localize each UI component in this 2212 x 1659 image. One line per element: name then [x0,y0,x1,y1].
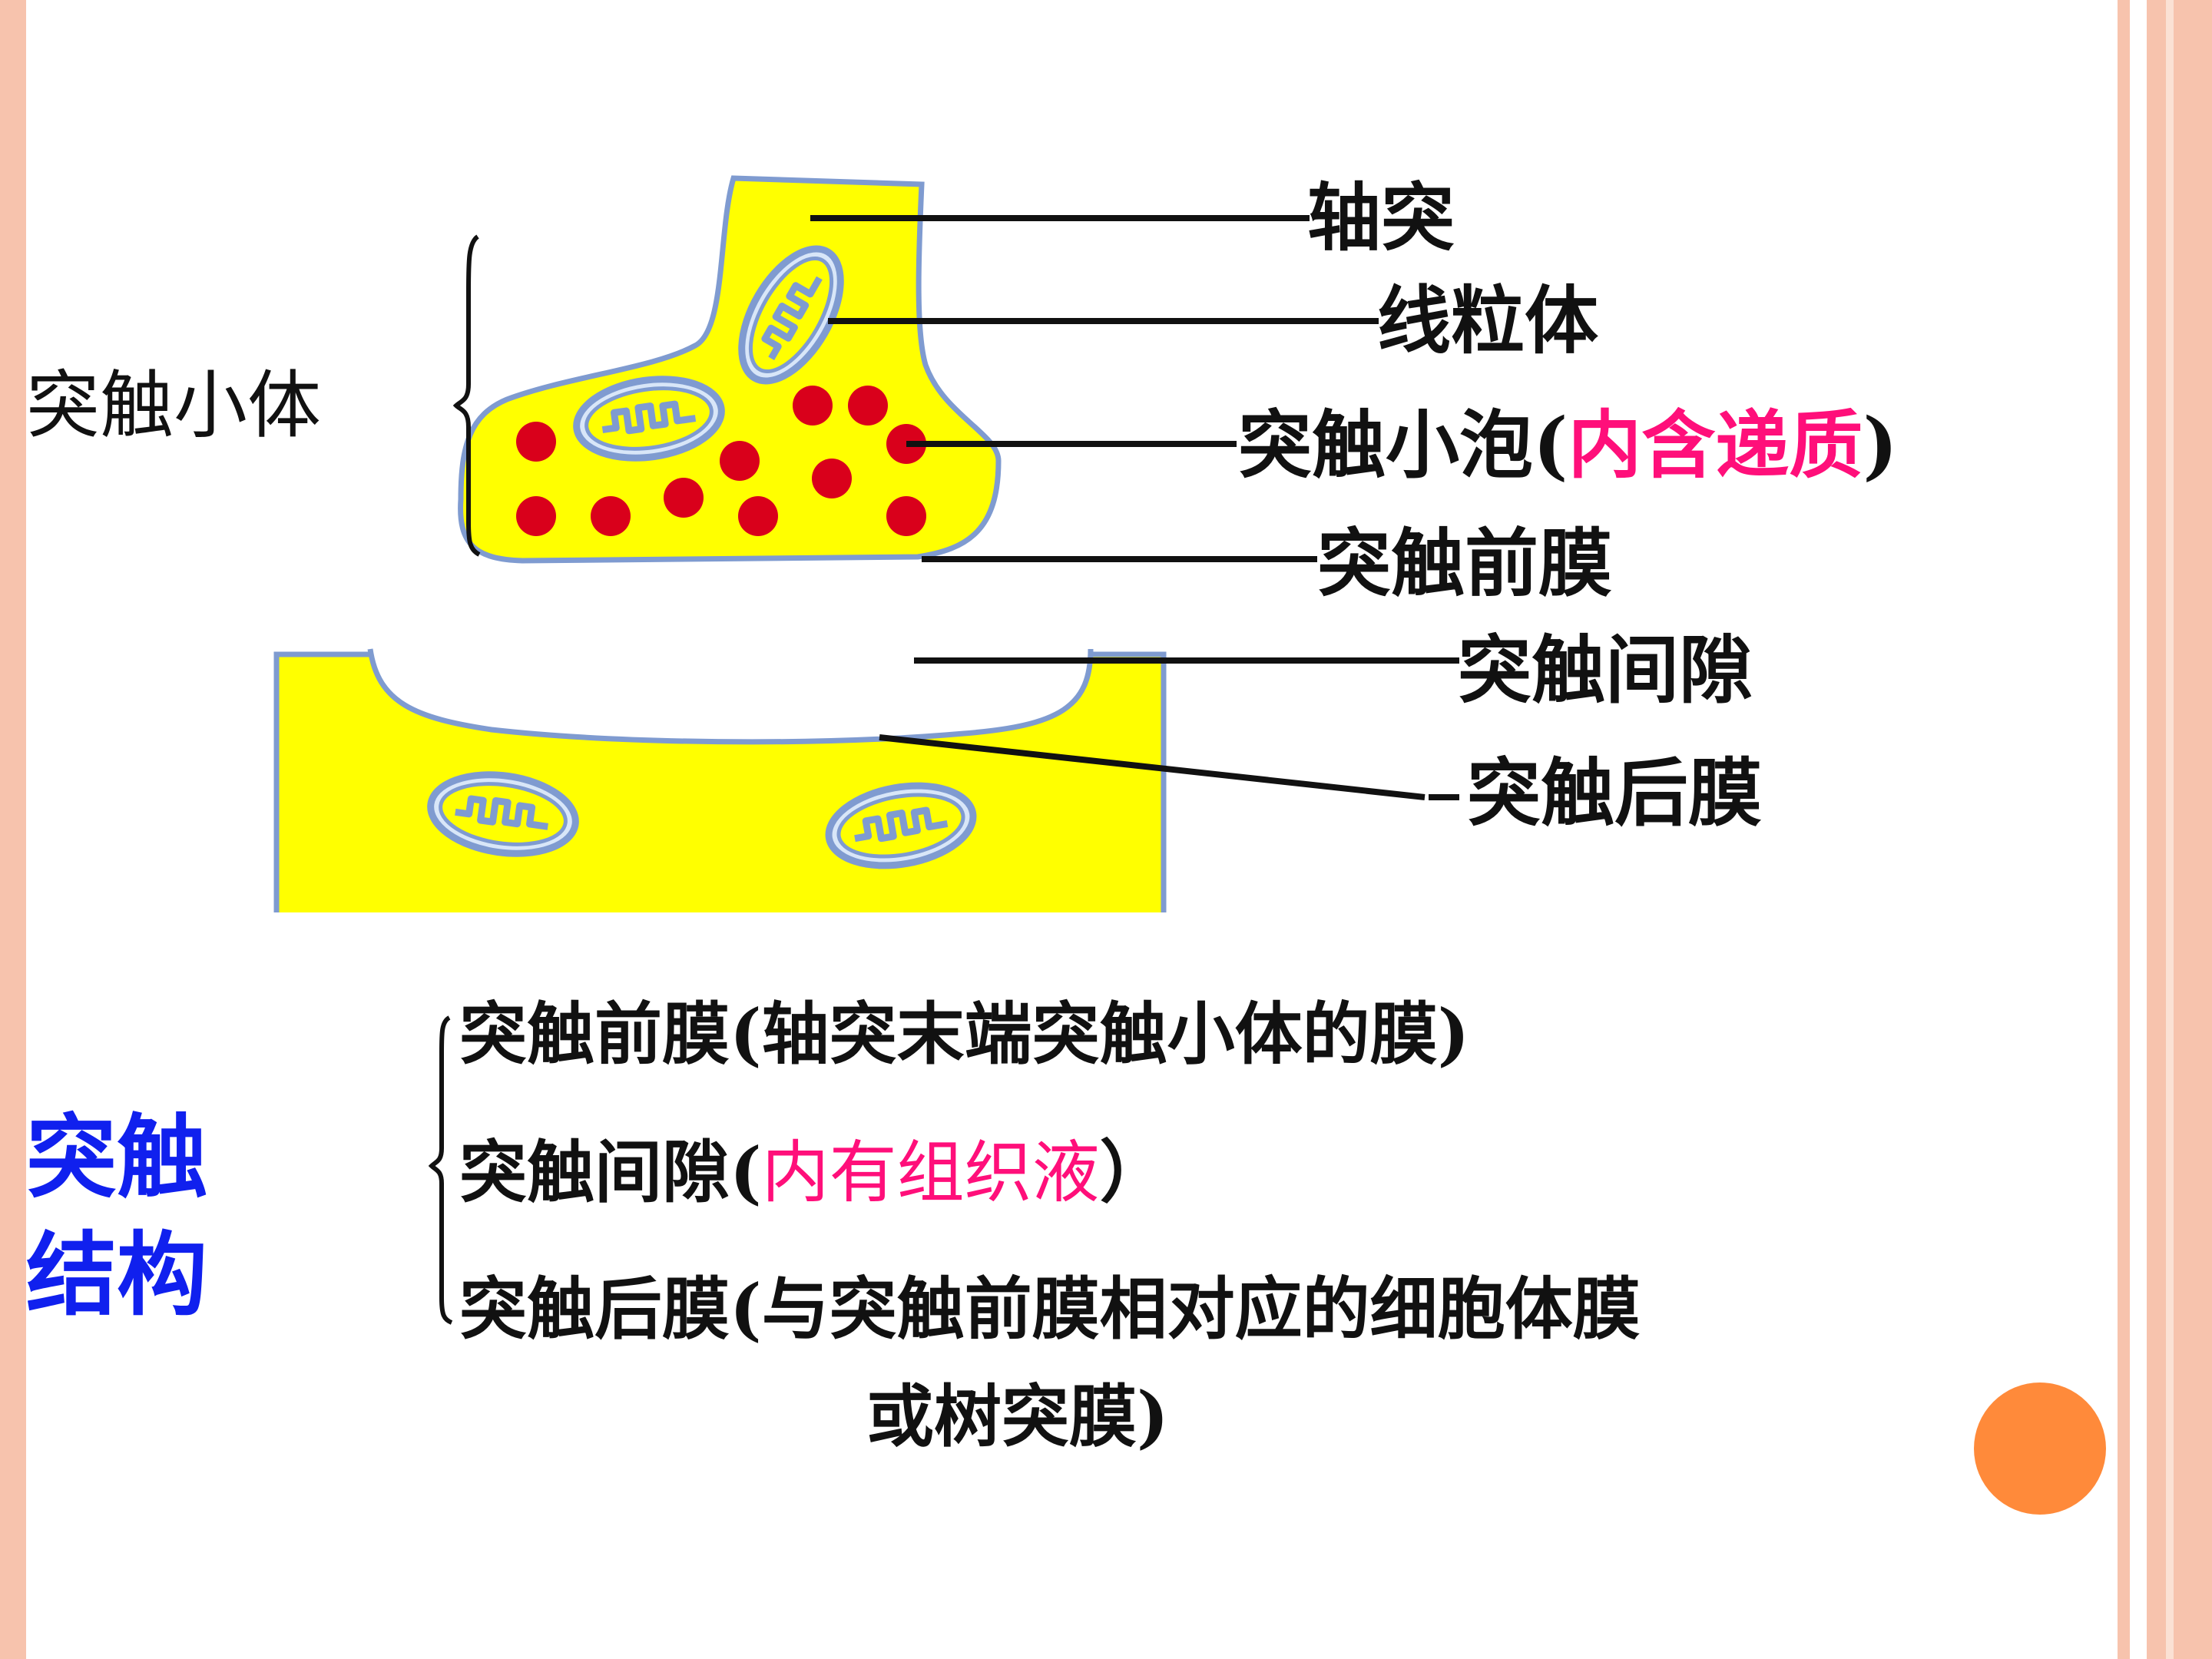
vesicle-label-highlight: 内含递质 [1568,402,1863,488]
right-frame-bar-wide [2147,0,2212,1659]
synaptic-vesicles [516,386,926,536]
structure-item-cleft: 突触间隙(内有组织液） [459,1138,1167,1207]
left-frame-bar [0,0,26,1659]
structure-title-line2: 结构 [26,1221,208,1329]
bouton-brace [452,234,481,557]
structure-item-pre-membrane: 突触前膜(轴突末端突触小体的膜) [459,994,1470,1074]
vesicle-label-suffix: ) [1863,402,1898,488]
vesicle [664,478,704,518]
postsynaptic-membrane [367,648,1094,745]
vesicle [516,422,556,462]
postsynaptic-outline [273,651,1167,912]
item2-highlight: 内有组织液 [761,1133,1100,1212]
label-synaptic-vesicle: 突触小泡(内含递质) [1238,409,1898,482]
label-postsynaptic-membrane: 突触后膜 [1467,750,1762,836]
vesicle [738,496,778,536]
vesicle-label-prefix: 突触小泡( [1238,402,1568,488]
vesicle [812,459,852,498]
structure-item-post-membrane: 突触后膜(与突触前膜相对应的细胞体膜 [459,1269,1641,1349]
presynaptic-bouton [458,175,1002,564]
vesicle [886,496,926,536]
leader-lines [810,215,1459,800]
orange-circle-decoration [1974,1382,2106,1515]
right-frame-bar [2118,0,2130,1659]
postsynaptic-cell [276,654,1164,912]
vesicle [591,496,631,536]
label-synaptic-bouton: 突触小体 [26,363,321,449]
vesicle [720,441,760,481]
item2-prefix: 突触间隙( [459,1132,762,1212]
label-presynaptic-membrane: 突触前膜 [1317,520,1612,607]
structure-title: 突触 结构 [26,1098,207,1334]
right-frame-stripe [2166,0,2174,1659]
vesicle [793,386,833,426]
label-axon: 轴突 [1307,174,1455,261]
structure-item-post-membrane-cont: 或树突膜) [866,1376,1169,1456]
vesicle [848,386,888,426]
vesicle [516,496,556,536]
structure-title-line1: 突触 [26,1104,208,1210]
label-mitochondria: 线粒体 [1377,277,1598,364]
label-synaptic-cleft: 突触间隙 [1458,627,1753,714]
structure-brace [428,1015,453,1325]
leader-post-membrane [879,734,1426,800]
item2-suffix: ） [1099,1132,1167,1212]
